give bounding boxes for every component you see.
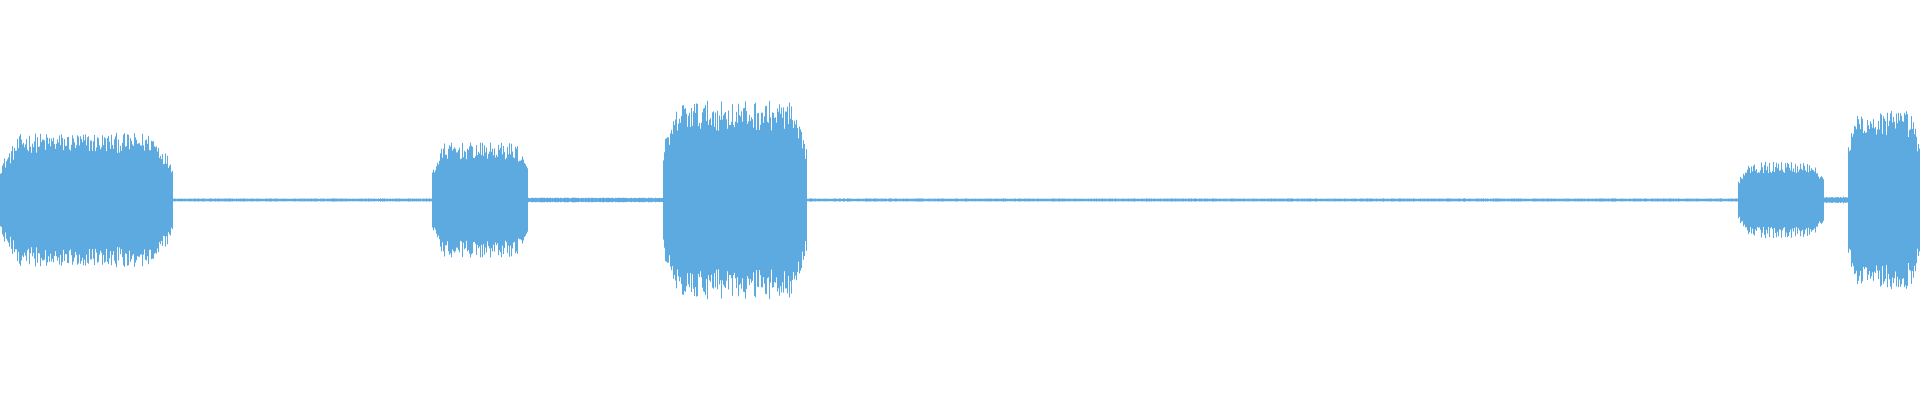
- waveform-bars: [0, 100, 1920, 300]
